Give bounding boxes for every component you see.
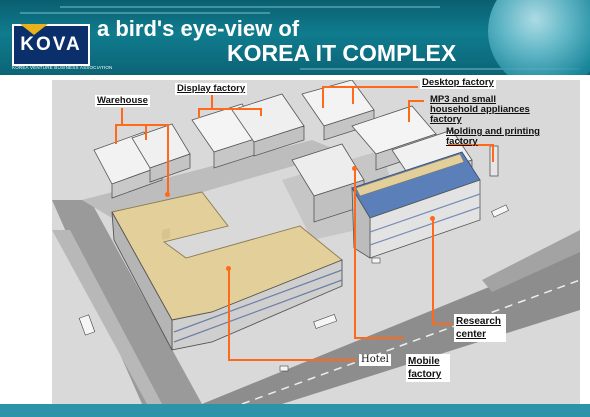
hotel-leader: [228, 268, 230, 360]
display-factory-buildings: [191, 93, 305, 169]
logo-chevron-icon: [20, 24, 48, 35]
mobile-marker: [352, 166, 357, 171]
vehicles: [78, 204, 509, 372]
mobile-factory-building: [291, 143, 365, 223]
label-display-factory: Display factory: [175, 83, 248, 95]
desktop-leader: [352, 86, 354, 104]
desktop-leader: [322, 86, 418, 88]
warehouse-leader: [167, 124, 169, 194]
label-mobile-factory: Mobile factory: [406, 354, 450, 382]
display-leader: [260, 108, 262, 116]
molding-leader: [492, 144, 494, 162]
logo-subtitle: KOREA VENTURE BUSINESS ASSOCIATION: [12, 65, 113, 70]
hotel-marker: [226, 266, 231, 271]
display-leader: [198, 108, 200, 118]
road-inner: [82, 140, 342, 218]
warehouse-marker: [165, 192, 170, 197]
research-marker: [430, 216, 435, 221]
footer-bar: [0, 404, 590, 417]
road-left-lane: [52, 230, 162, 404]
research-leader: [432, 218, 434, 324]
aerial-illustration: [52, 80, 580, 404]
hotel-building: [111, 191, 343, 351]
label-warehouse: Warehouse: [95, 95, 150, 107]
road-left: [52, 200, 202, 404]
mp3-leader: [408, 100, 424, 102]
mobile-leader: [354, 337, 404, 339]
research-center-building: [351, 151, 481, 259]
title-line-2: KOREA IT COMPLEX: [227, 40, 457, 66]
molding-leader: [448, 144, 494, 146]
label-research-center: Research center: [454, 314, 506, 342]
label-molding-factory: Molding and printing factory: [446, 126, 540, 147]
display-leader: [198, 108, 262, 110]
warehouse-leader: [115, 124, 167, 126]
desktop-factory-buildings: [301, 80, 375, 141]
road-marking: [241, 279, 580, 404]
warehouse-buildings: [93, 123, 191, 199]
title-line-1: a bird's eye-view of: [97, 16, 300, 41]
header-streak: [300, 68, 580, 70]
complex-map: [52, 80, 580, 404]
label-desktop-factory: Desktop factory: [420, 77, 496, 89]
mobile-leader: [354, 168, 356, 338]
chimney: [489, 145, 499, 177]
warehouse-leader: [145, 124, 147, 140]
mp3-leader: [408, 100, 410, 122]
research-leader: [432, 323, 452, 325]
header-band: KOVA KOREA VENTURE BUSINESS ASSOCIATION …: [0, 0, 590, 75]
header-streak: [60, 6, 440, 8]
desktop-leader: [322, 86, 324, 108]
logo-text: KOVA: [20, 34, 82, 55]
warehouse-leader: [121, 108, 123, 124]
label-mp3-factory: MP3 and small household appliances facto…: [430, 94, 530, 125]
road-right: [482, 230, 580, 292]
label-hotel: Hotel: [359, 354, 391, 366]
hotel-leader: [228, 359, 356, 361]
warehouse-leader: [115, 124, 117, 144]
kova-logo: KOVA: [12, 24, 90, 66]
display-leader: [211, 94, 213, 108]
road-main: [202, 250, 580, 404]
header-streak: [20, 12, 270, 14]
globe-graphic: [488, 0, 590, 75]
